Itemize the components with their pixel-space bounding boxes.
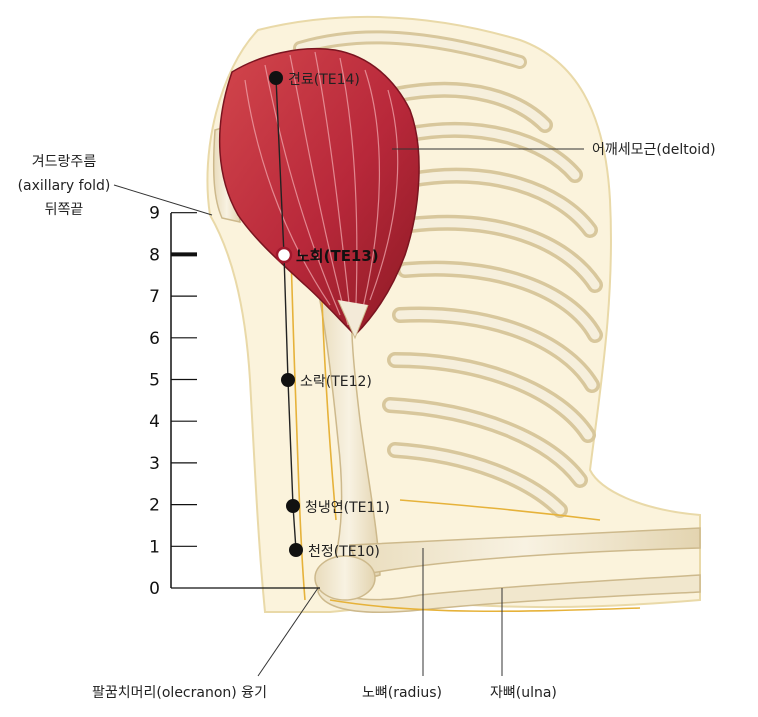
scale-label-8: 8 (149, 245, 160, 265)
scale-label-3: 3 (149, 454, 160, 474)
point-te14-label: 견료(TE14) (288, 72, 360, 88)
axillary-label-line3: 뒤쪽끝 (45, 202, 84, 218)
point-te10-marker[interactable] (289, 543, 303, 557)
scale-label-0: 0 (149, 579, 160, 599)
leader-olecranon (257, 587, 319, 677)
point-te13-marker[interactable] (275, 246, 293, 264)
deltoid-label: 어깨세모근(deltoid) (592, 142, 716, 158)
radius-bone (348, 527, 701, 576)
radius-label: 노뼈(radius) (362, 685, 442, 701)
point-te10-label: 천정(TE10) (308, 544, 380, 560)
axillary-label-line1: 겨드랑주름 (32, 154, 97, 170)
scale-label-7: 7 (149, 287, 160, 307)
point-te13-label: 노회(TE13) (296, 247, 379, 265)
scale-label-9: 9 (149, 204, 160, 224)
scale-label-1: 1 (149, 537, 160, 557)
point-te12-label: 소락(TE12) (300, 374, 372, 390)
axillary-label-line2: (axillary fold) (18, 178, 111, 194)
ulna-bone (317, 569, 701, 613)
scale-label-5: 5 (149, 371, 160, 391)
deltoid-muscle (218, 47, 420, 337)
scale-label-4: 4 (149, 412, 160, 432)
point-te11-marker[interactable] (286, 499, 300, 513)
point-te12-marker[interactable] (281, 373, 295, 387)
ulna-label: 자뼈(ulna) (490, 685, 557, 701)
point-te14-marker[interactable] (269, 71, 283, 85)
point-te11-label: 청냉연(TE11) (305, 500, 390, 516)
scale-label-6: 6 (149, 329, 160, 349)
olecranon-label: 팔꿈치머리(olecranon) 융기 (92, 685, 267, 701)
elbow-condyle (314, 555, 376, 601)
scale-label-2: 2 (149, 496, 160, 516)
leader-axillary (113, 184, 213, 216)
